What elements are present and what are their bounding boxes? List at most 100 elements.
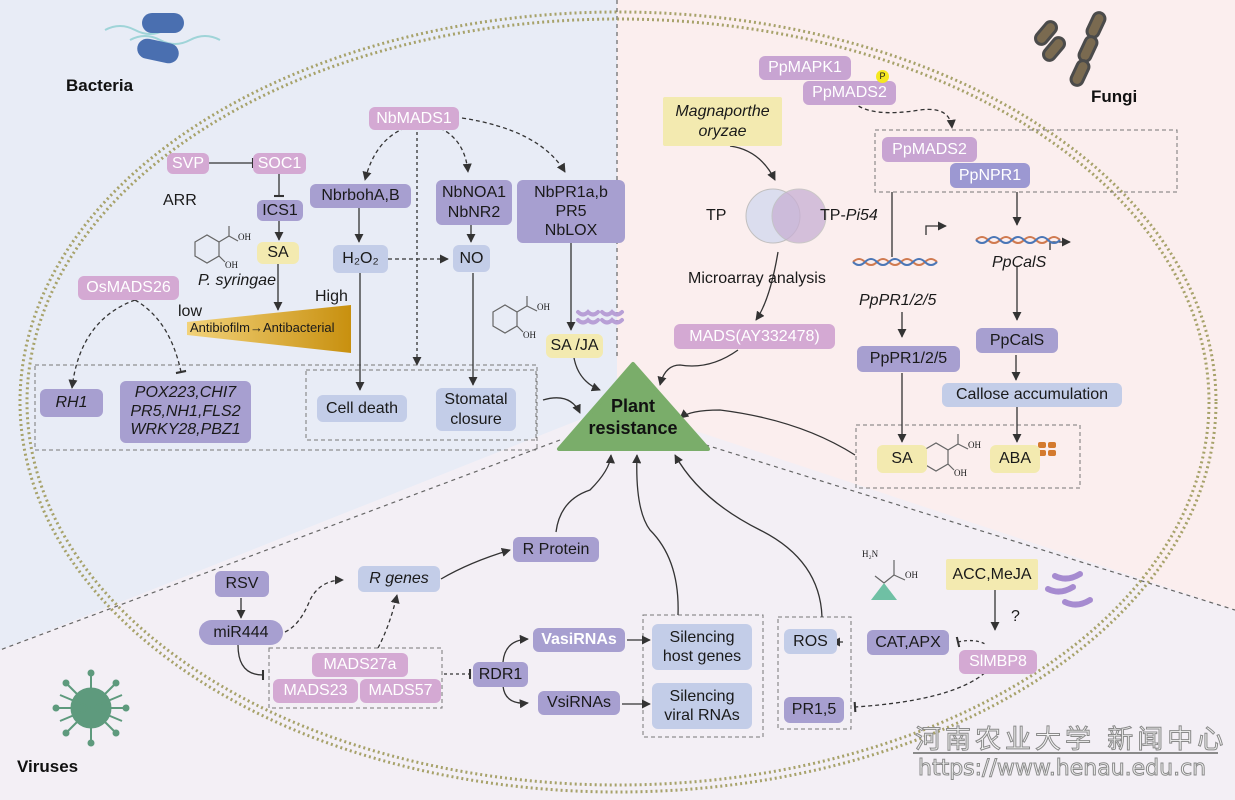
fungi-icon	[1034, 11, 1107, 87]
node-no: NO	[453, 245, 490, 272]
node-ppmads2-box: PpMADS2	[882, 137, 977, 162]
node-mads27a: MADS27a	[312, 653, 408, 677]
node-sa-bacteria: SA	[257, 242, 299, 264]
label-nbnr2: NbNR2	[447, 203, 501, 221]
node-acc-meja: ACC,MeJA	[946, 559, 1038, 590]
label-tp-pi54: TP-Pi54	[820, 207, 878, 225]
label-unknown-question: ?	[1011, 608, 1020, 625]
node-mads57: MADS57	[360, 679, 441, 703]
label-pppr-gene: PpPR1/2/5	[859, 292, 937, 309]
label-p-syringae: P. syringae	[198, 272, 276, 289]
plant-resistance-label: Plant resistance	[583, 396, 683, 439]
node-soc1: SOC1	[253, 153, 306, 174]
node-magnaporthe-oryzae: Magnaporthe oryzae	[663, 97, 782, 146]
cell-membrane	[18, 10, 1218, 794]
label-low: low	[178, 303, 203, 320]
node-mads23: MADS23	[273, 679, 358, 703]
viruses-title: Viruses	[17, 757, 79, 776]
antibacterial-gradient	[187, 305, 351, 353]
chem-oh-4: OH	[523, 330, 536, 340]
label-silencing-viral-2: viral RNAs	[664, 707, 740, 724]
label-nbpr1: NbPR1a,b	[534, 183, 608, 201]
label-silencing-viral-1: Silencing	[669, 687, 735, 705]
node-ros: ROS	[784, 629, 837, 654]
label-oryzae: oryzae	[698, 122, 747, 140]
node-rsv: RSV	[215, 571, 269, 597]
node-nbpr1-pr5-nblox: NbPR1a,b PR5 NbLOX	[517, 180, 625, 243]
node-r-genes: R genes	[358, 566, 440, 592]
chem-oh-1: OH	[238, 232, 251, 242]
label-closure: closure	[450, 410, 502, 428]
aba-icon	[1038, 442, 1056, 456]
fungi-title: Fungi	[1091, 87, 1138, 106]
label-tp: TP	[706, 207, 727, 224]
node-aba: ABA	[990, 445, 1040, 473]
node-ppnpr1: PpNPR1	[950, 163, 1030, 188]
acc-structure	[871, 560, 906, 600]
watermark-org: 河南农业大学 新闻中心	[914, 725, 1228, 756]
label-antibiofilm-antibacterial: Antibiofilm→Antibacterial	[190, 320, 335, 335]
salicylic-acid-structure-1	[194, 226, 239, 264]
node-nbmads1: NbMADS1	[369, 107, 459, 130]
label-pi54: Pi54	[845, 207, 878, 224]
node-pr15: PR1,5	[784, 697, 844, 723]
node-silencing-host-genes: Silencing host genes	[652, 624, 752, 670]
label-nblox: NbLOX	[544, 222, 598, 240]
chem-oh-acc: OH	[905, 570, 918, 580]
phosphorylation-icon: P	[876, 70, 889, 83]
bacteria-icon	[104, 13, 221, 64]
dna-ppcals-icon	[975, 236, 1061, 244]
plant-resistance-line2: resistance	[588, 417, 678, 438]
ja-icon	[576, 309, 624, 325]
plant-resistance-triangle	[557, 362, 710, 451]
node-svp: SVP	[167, 153, 209, 174]
fungi-region	[617, 0, 1235, 610]
label-silencing-host-1: Silencing	[669, 628, 735, 646]
virus-icon	[52, 669, 130, 747]
node-osmads26: OsMADS26	[78, 276, 179, 300]
bacteria-title: Bacteria	[66, 76, 134, 95]
node-cell-death: Cell death	[317, 395, 407, 422]
chem-oh-2: OH	[225, 260, 238, 270]
chem-oh-3: OH	[537, 302, 550, 312]
dna-pppr-icon	[852, 258, 938, 266]
node-pppr-protein: PpPR1/2/5	[857, 346, 960, 372]
node-rdr1: RDR1	[473, 662, 528, 687]
label-stomatal: Stomatal	[444, 391, 508, 409]
salicylic-acid-structure-2	[492, 296, 538, 334]
venn-tp-pi54	[771, 188, 827, 244]
gene-list-line2: PR5,NH1,FLS2	[130, 402, 241, 420]
label-magnaporthe: Magnaporthe	[675, 102, 770, 120]
node-ppmapk1: PpMAPK1	[759, 56, 851, 80]
node-slmbp8: SlMBP8	[959, 650, 1037, 674]
label-microarray-analysis: Microarray analysis	[688, 270, 826, 287]
node-ics1: ICS1	[257, 200, 303, 221]
label-ppcals-gene: PpCalS	[992, 254, 1047, 271]
watermark-url: https://www.henau.edu.cn	[917, 756, 1207, 782]
node-mir444: miR444	[199, 620, 283, 645]
label-silencing-host-2: host genes	[662, 648, 742, 665]
node-callose-accumulation: Callose accumulation	[942, 383, 1122, 407]
node-ppmads2-top: PpMADS2	[803, 81, 896, 105]
gene-list-line3: WRKY28,PBZ1	[130, 421, 241, 439]
node-vasirnas: VasiRNAs	[533, 628, 625, 652]
node-r-protein: R Protein	[513, 537, 599, 562]
node-nbnoa1-nbnr2: NbNOA1 NbNR2	[436, 180, 512, 225]
gene-list-line1: POX223,CHI7	[134, 384, 237, 402]
label-tp-prefix: TP-	[820, 207, 846, 224]
node-rice-defense-genes: POX223,CHI7 PR5,NH1,FLS2 WRKY28,PBZ1	[120, 381, 251, 443]
node-h2o2: H₂O₂	[333, 245, 388, 273]
node-rh1: RH1	[40, 389, 103, 417]
node-mads-ay332478: MADS(AY332478)	[674, 324, 835, 349]
chem-oh-5: OH	[968, 440, 981, 450]
label-nbnoa1: NbNOA1	[441, 184, 507, 202]
node-silencing-viral-rnas: Silencing viral RNAs	[652, 683, 752, 729]
plant-resistance-line1: Plant	[610, 396, 655, 416]
node-nbrboh: NbrbohA,B	[310, 184, 411, 208]
chem-oh-6: OH	[954, 468, 967, 478]
label-high: High	[315, 288, 348, 305]
label-arr: ARR	[163, 192, 197, 209]
node-stomatal-closure: Stomatal closure	[436, 388, 516, 431]
chem-h2n: H₂N	[862, 549, 879, 559]
node-vsirnas: VsiRNAs	[538, 691, 620, 715]
